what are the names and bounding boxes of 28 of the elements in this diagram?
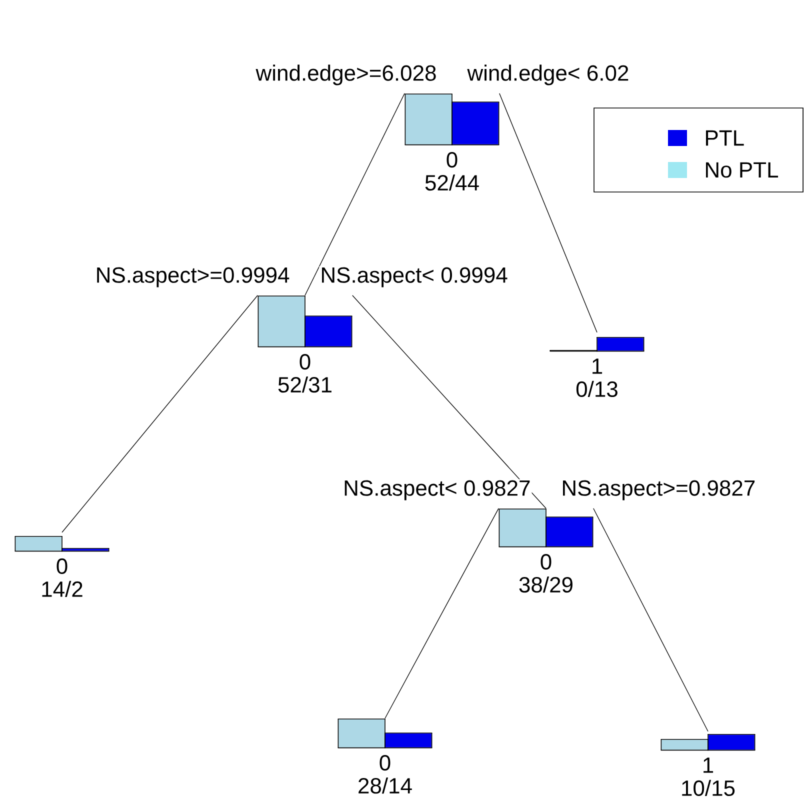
branch-line <box>62 295 258 533</box>
branch-line <box>304 93 405 296</box>
count-label: 28/14 <box>358 777 412 794</box>
branch-line <box>352 295 546 509</box>
class-label: 0 <box>300 354 310 370</box>
count-label: 52/44 <box>425 174 479 191</box>
split-label: wind.edge>=6.028 <box>256 64 436 86</box>
split-label: NS.aspect>=0.9827 <box>563 480 755 500</box>
legend-label: No PTL <box>706 162 778 178</box>
class-label: 1 <box>592 358 602 374</box>
class-label: 0 <box>446 152 458 168</box>
count-label: 52/31 <box>278 376 332 393</box>
split-label: NS.aspect< 0.9994 <box>322 267 508 288</box>
count-label: 14/2 <box>42 580 82 598</box>
class-label: 0 <box>540 554 552 570</box>
legend-label: PTL <box>706 130 744 146</box>
split-label: wind.edge< 6.02 <box>467 64 628 86</box>
branch-line <box>384 508 499 719</box>
count-label: 38/29 <box>519 576 572 593</box>
class-label: 0 <box>56 558 68 574</box>
count-label: 10/15 <box>682 780 735 796</box>
class-label: 1 <box>704 758 714 773</box>
branch-line <box>593 508 708 732</box>
split-label: NS.aspect< 0.9827 <box>344 480 530 500</box>
class-label: 0 <box>380 755 390 771</box>
count-label: 0/13 <box>576 380 618 398</box>
split-label: NS.aspect>=0.9994 <box>97 267 290 288</box>
branch-line <box>499 93 598 333</box>
